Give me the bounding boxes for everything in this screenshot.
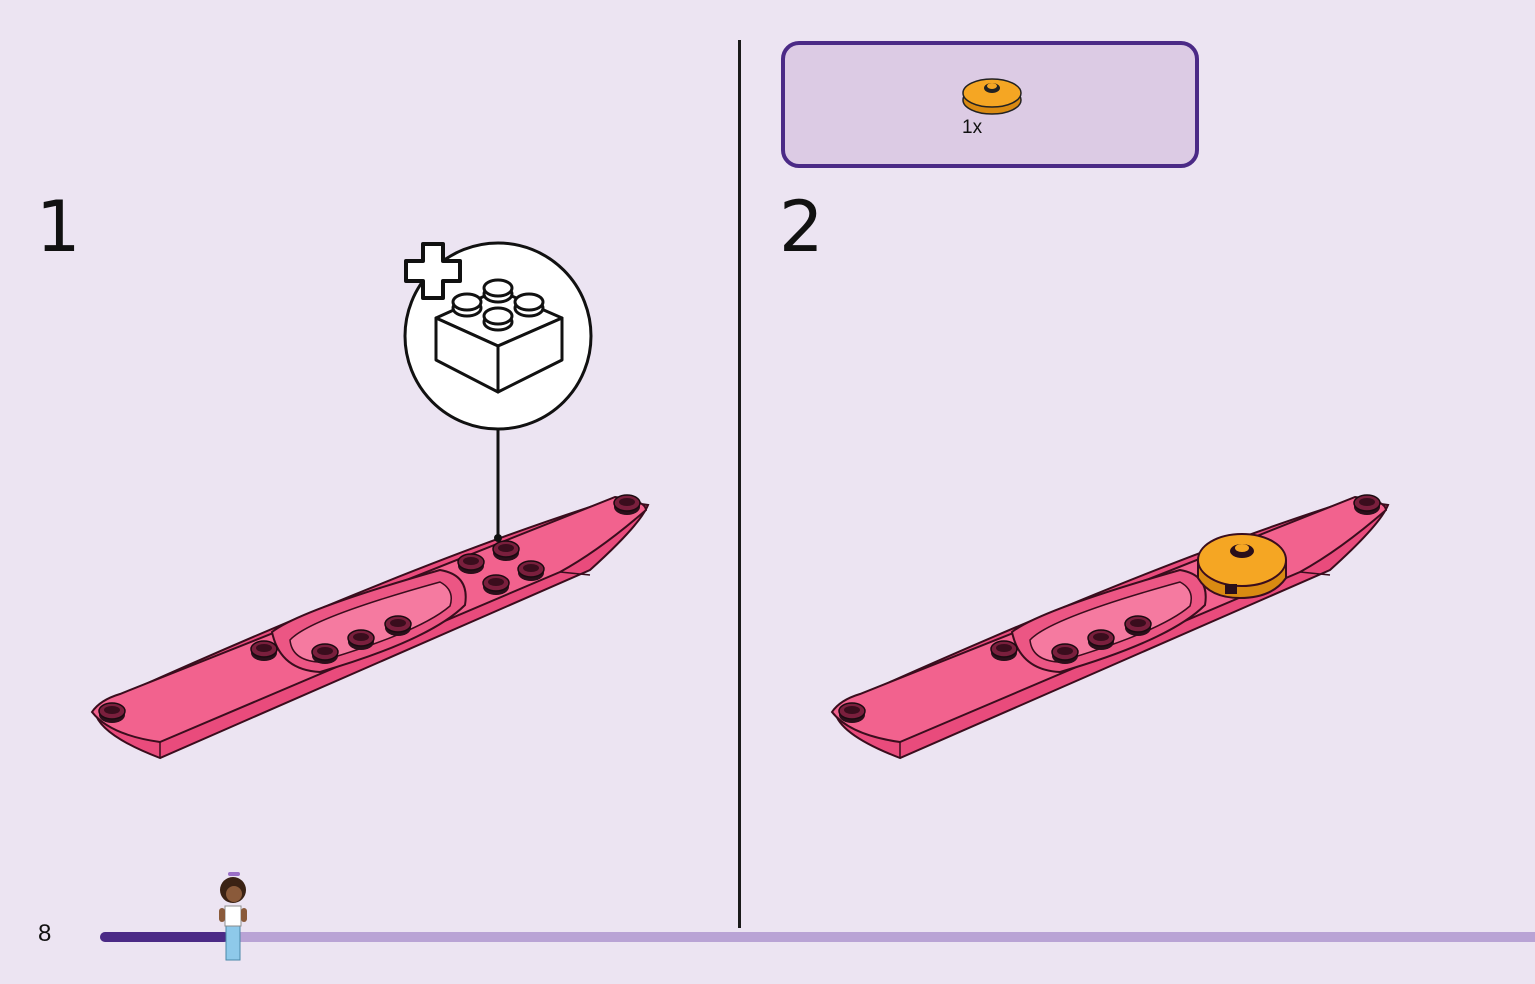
- parts-count-label: 1x: [962, 117, 983, 138]
- orange-round-tile: [1197, 533, 1287, 600]
- minidoll-progress-icon: [219, 872, 247, 961]
- step-number-1: 1: [36, 186, 81, 268]
- extra-build-callout: [403, 241, 593, 542]
- page-number: 8: [38, 920, 52, 947]
- step-divider: [738, 40, 741, 928]
- pink-kayak-step2: [831, 494, 1389, 759]
- progress-track: [100, 932, 1535, 942]
- progress-fill: [100, 932, 230, 942]
- plus-icon: [404, 242, 462, 300]
- brick-2x2-icon: [434, 278, 564, 394]
- step-number-2: 2: [779, 186, 824, 268]
